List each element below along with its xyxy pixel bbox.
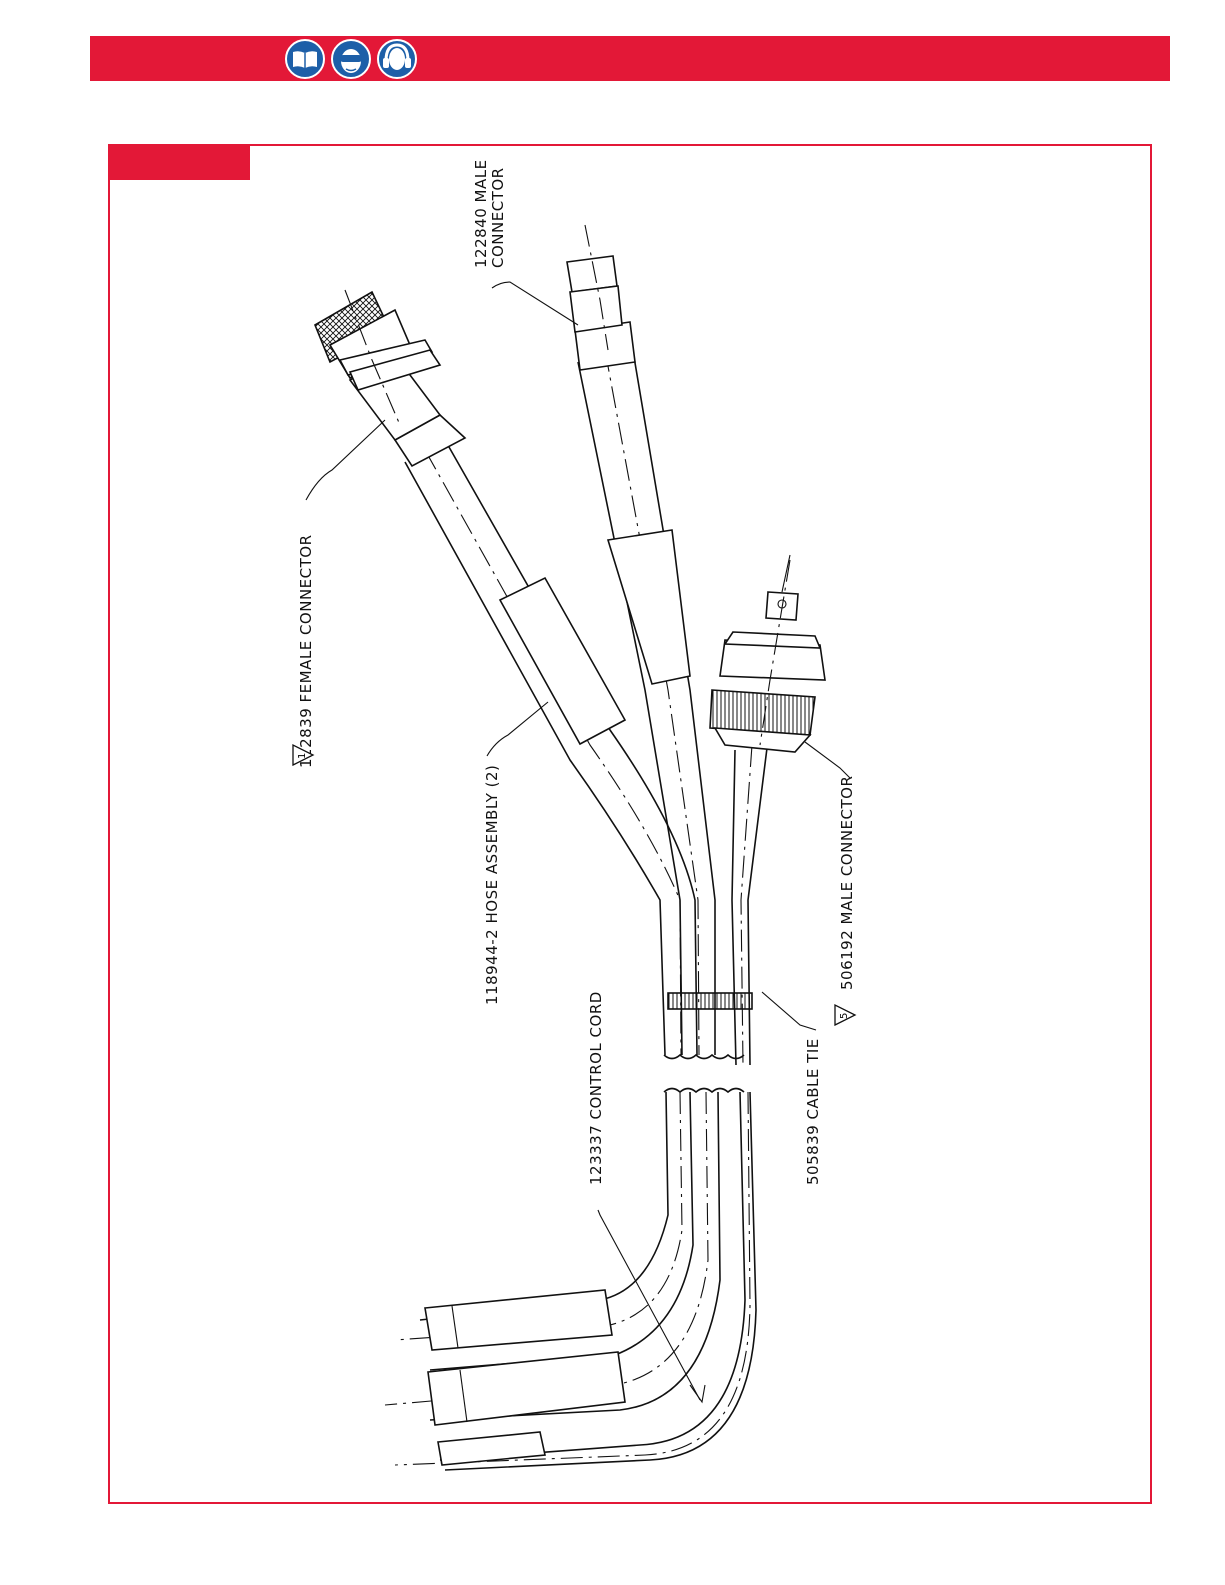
hose-assembly-label: 118944-2 HOSE ASSEMBLY (2) <box>483 765 501 1005</box>
control-cord-upper <box>732 740 768 1065</box>
female-connector-label: 122839 FEMALE CONNECTOR <box>297 534 315 768</box>
male-connector-bottom-label: 506192 MALE CONNECTOR <box>838 776 856 990</box>
male-connector-bottom <box>710 555 825 752</box>
control-cord-label: 123337 CONTROL CORD <box>587 991 605 1185</box>
cable-tie <box>668 993 752 1009</box>
warning-mark-5: 5 <box>839 1013 850 1019</box>
break-lines <box>664 1055 744 1092</box>
male-connector-top-label-line1: 122840 MALE <box>472 159 490 268</box>
warning-mark-1: 1 <box>297 753 308 759</box>
cable-tie-label: 505839 CABLE TIE <box>804 1038 822 1185</box>
warning-triangle-5: 5 <box>835 1005 855 1025</box>
hose-assembly-lower <box>385 1092 756 1470</box>
male-connector-top-label-line2: CONNECTOR <box>489 167 507 268</box>
hose-assembly-upper <box>350 355 697 1055</box>
leader-lines <box>306 282 850 1402</box>
